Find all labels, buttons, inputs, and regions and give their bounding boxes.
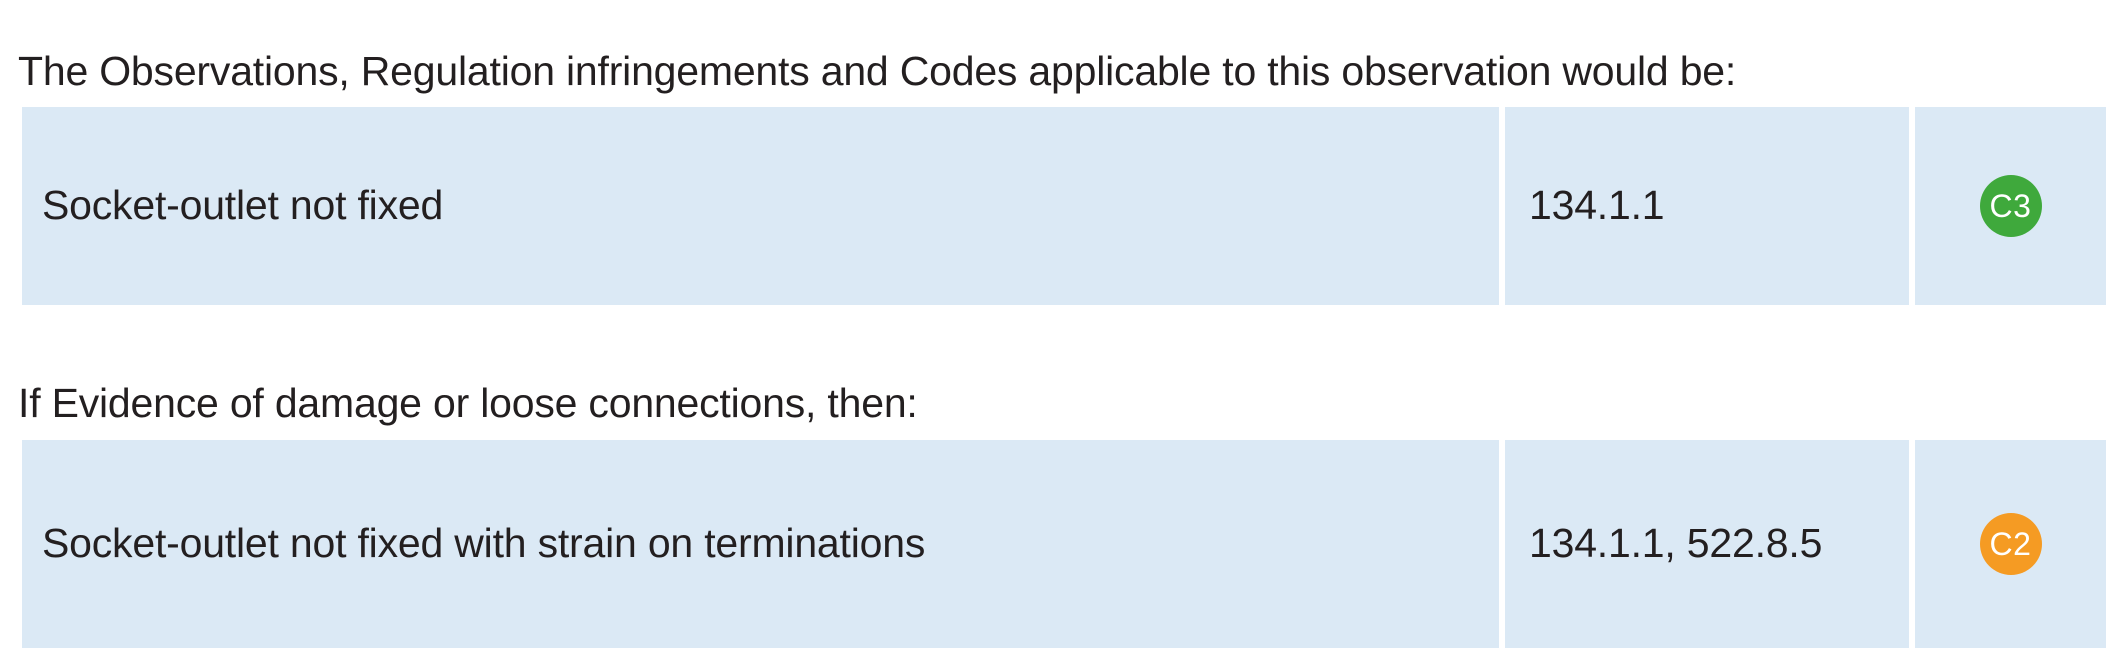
status-badge: C3 [1979, 175, 2042, 237]
regulation-text: 134.1.1 [1529, 182, 1665, 229]
code-cell: C2 [1915, 440, 2106, 648]
lead-paragraph-1: The Observations, Regulation infringemen… [18, 48, 1737, 94]
observation-table-1: Socket-outlet not fixed 134.1.1 C3 [22, 107, 2106, 305]
observation-text: Socket-outlet not fixed [42, 182, 444, 229]
observation-table-2: Socket-outlet not fixed with strain on t… [22, 440, 2106, 648]
table-row: Socket-outlet not fixed [22, 107, 1499, 305]
status-badge: C2 [1979, 513, 2042, 575]
observation-text: Socket-outlet not fixed with strain on t… [42, 520, 926, 567]
lead-paragraph-2: If Evidence of damage or loose connectio… [18, 380, 918, 426]
regulation-cell: 134.1.1, 522.8.5 [1505, 440, 1909, 648]
regulation-cell: 134.1.1 [1505, 107, 1909, 305]
regulation-text: 134.1.1, 522.8.5 [1529, 520, 1823, 567]
code-cell: C3 [1915, 107, 2106, 305]
table-row: Socket-outlet not fixed with strain on t… [22, 440, 1499, 648]
